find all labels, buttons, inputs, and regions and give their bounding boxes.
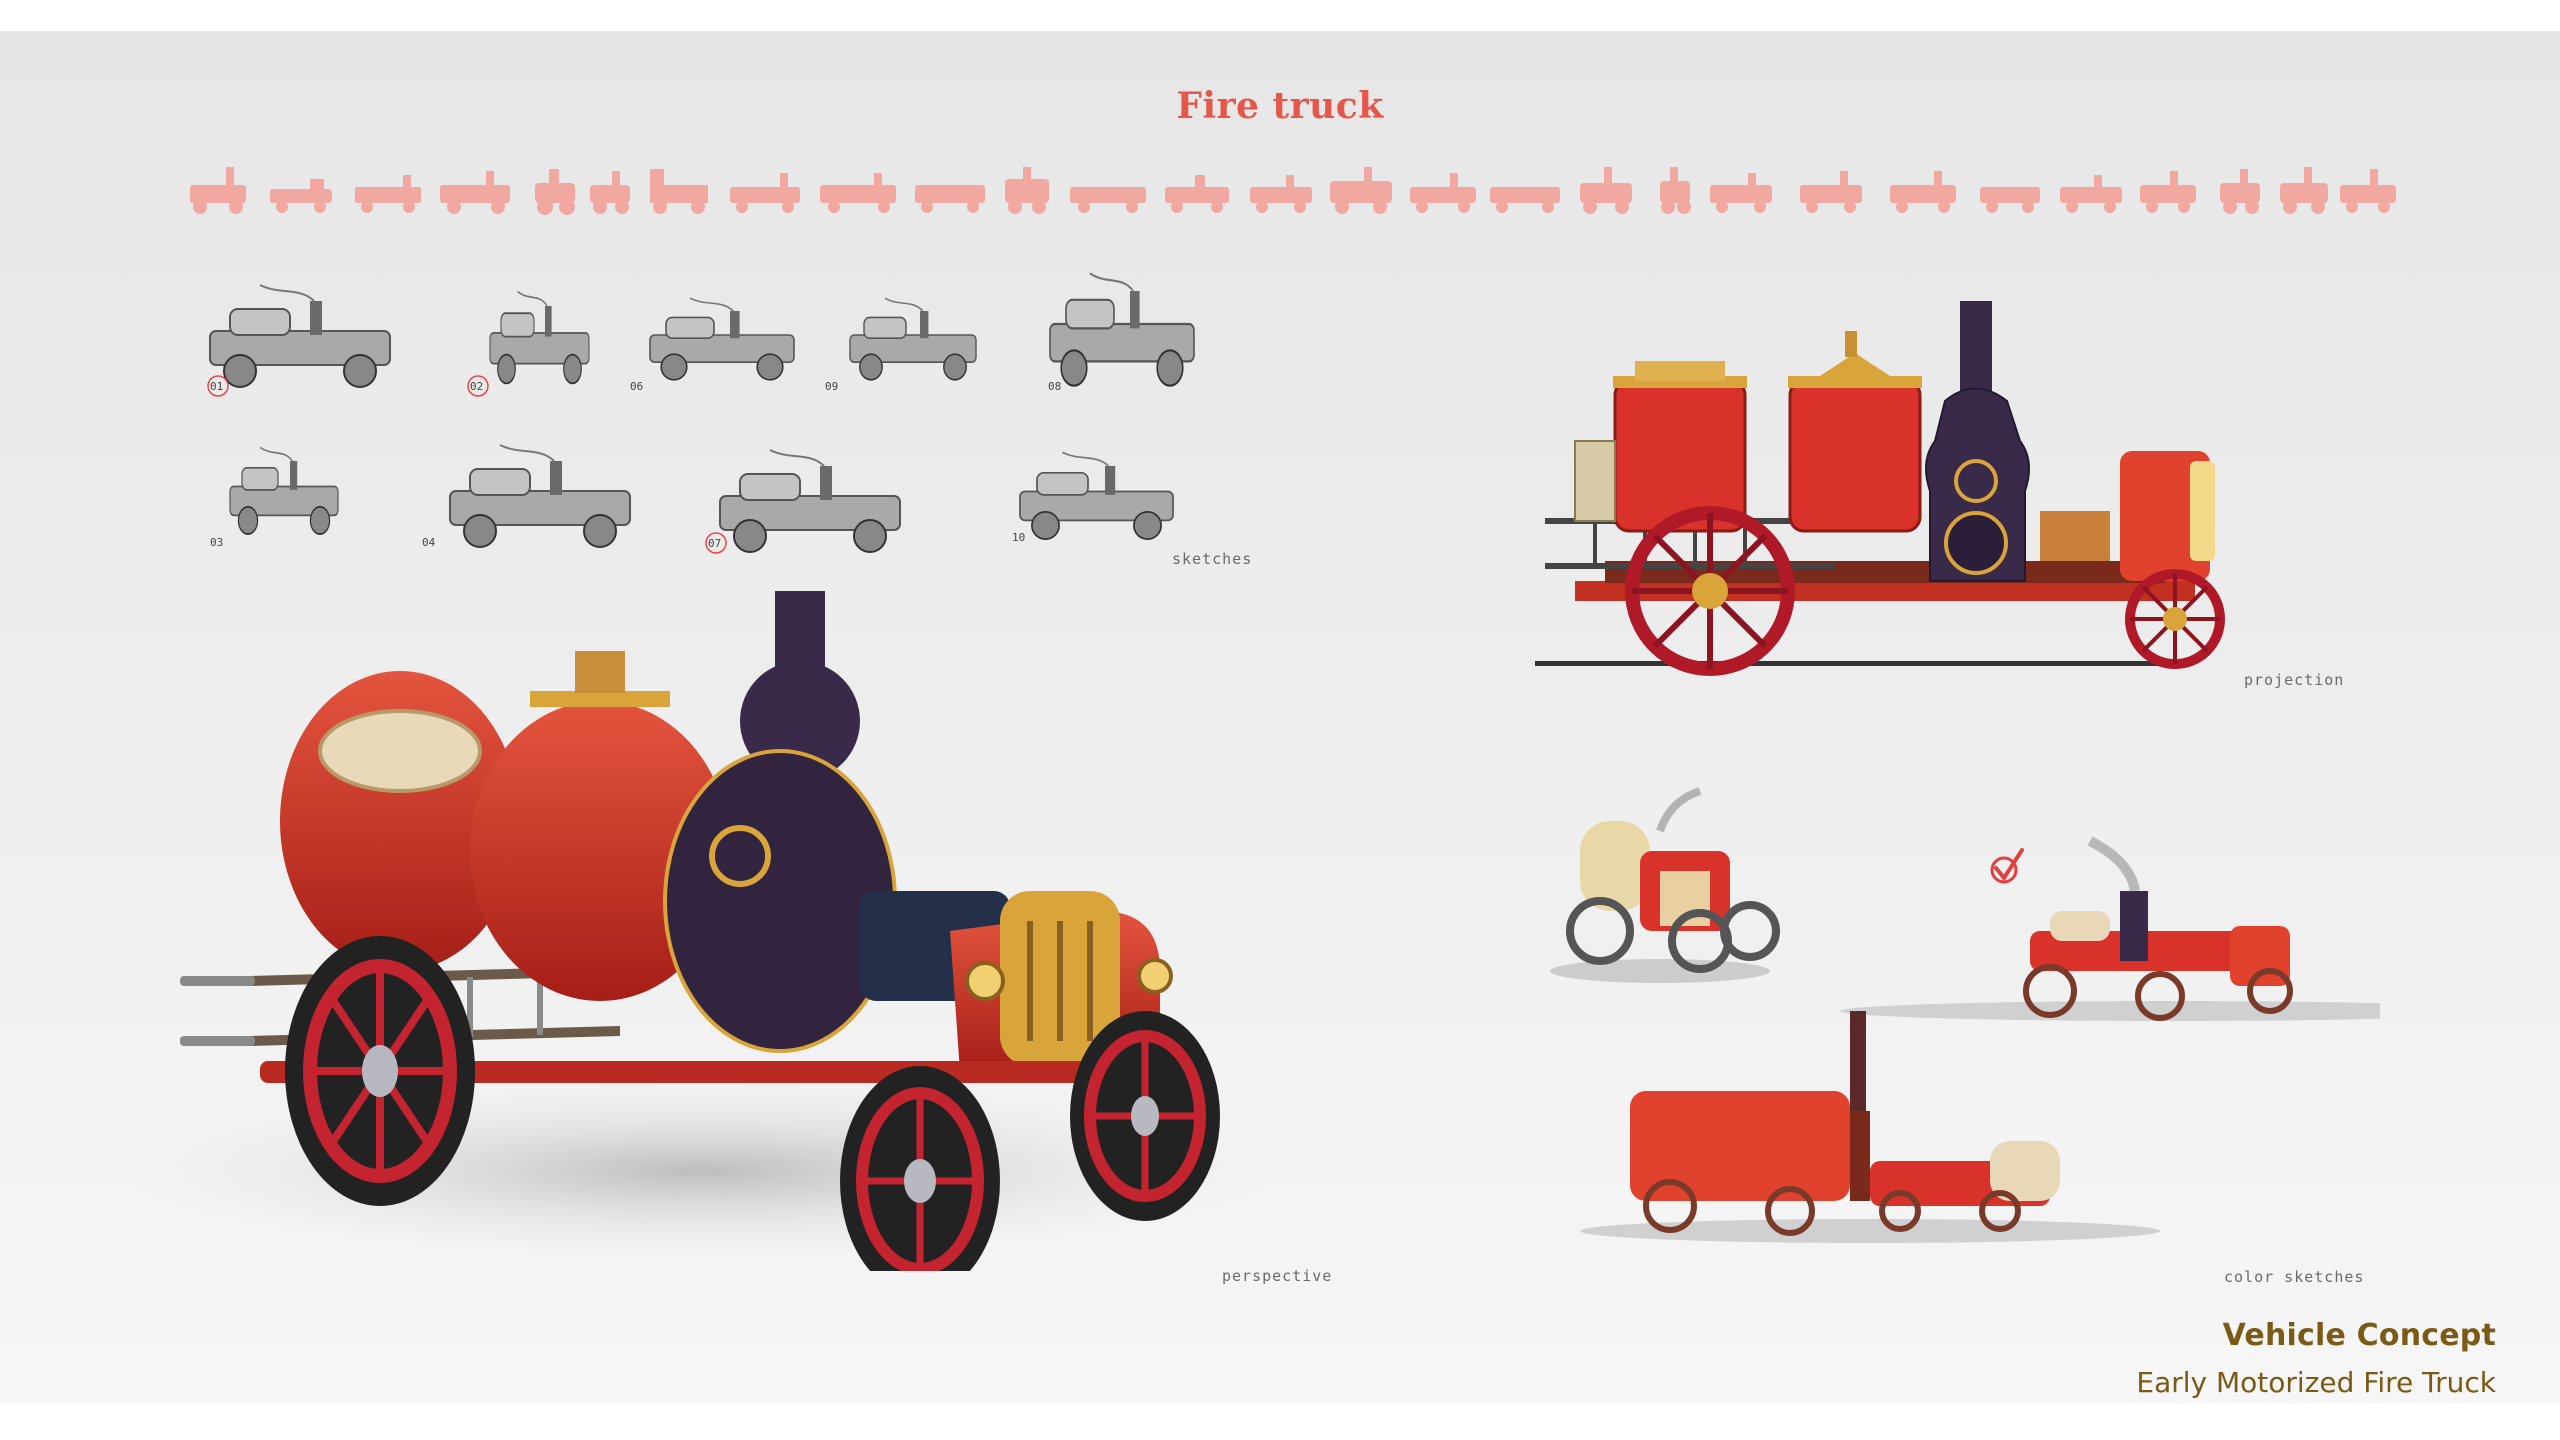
projection-illustration — [1535, 301, 2225, 676]
sketch-number-circle — [207, 375, 229, 397]
caption-perspective: perspective — [1222, 1267, 1333, 1285]
thumb-silhouette — [1890, 171, 1956, 213]
thumb-silhouette — [1250, 175, 1312, 213]
thumb-silhouette — [1070, 187, 1146, 213]
thumb-silhouette — [915, 185, 985, 213]
thumb-silhouette — [190, 167, 246, 214]
thumb-silhouette — [1800, 171, 1862, 213]
sketch-number-circle — [705, 532, 727, 554]
sketch-09 — [849, 297, 977, 381]
caption-projection: projection — [2244, 671, 2345, 689]
thumb-silhouette — [2140, 171, 2196, 213]
thumb-silhouette — [1490, 187, 1560, 213]
thumb-silhouette — [1005, 167, 1049, 214]
thumb-silhouette — [2280, 167, 2328, 214]
board-title: Fire truck — [1176, 85, 1384, 127]
concept-board: Fire truck — [0, 31, 2560, 1403]
thumb-silhouette — [1980, 187, 2040, 213]
thumb-silhouette — [590, 171, 630, 214]
thumbnail-strip — [190, 167, 2396, 215]
thumb-silhouette — [355, 175, 421, 213]
color-sketch-front — [1550, 787, 1780, 983]
checkmark-icon — [1990, 848, 2024, 884]
sketch-03 — [229, 446, 339, 535]
sketch-number: 08 — [1048, 380, 1061, 393]
color-sketches — [1550, 787, 2380, 1243]
rear-wheel — [1625, 506, 1795, 676]
color-sketch-long — [1580, 1011, 2160, 1243]
sketch-number: 03 — [210, 536, 223, 549]
sketch-01 — [209, 284, 391, 388]
thumb-silhouette — [730, 173, 800, 213]
thumb-silhouette — [2340, 169, 2396, 213]
sketch-02 — [489, 290, 590, 385]
thumb-silhouette — [535, 169, 575, 215]
sketch-number: 07 — [708, 537, 721, 550]
thumb-silhouette — [820, 173, 896, 213]
thumb-silhouette — [440, 171, 510, 214]
thumb-silhouette — [1410, 173, 1476, 213]
color-sketch-approved — [1840, 836, 2380, 1021]
thumb-silhouette — [1580, 167, 1632, 214]
sketch-08 — [1048, 272, 1196, 387]
footer-subtitle: Early Motorized Fire Truck — [2136, 1366, 2496, 1399]
footer-title: Vehicle Concept — [2222, 1318, 2496, 1353]
sketch-number: 10 — [1012, 531, 1025, 544]
sketch-number: 09 — [825, 380, 838, 393]
sketch-number: 04 — [422, 536, 436, 549]
sketch-06 — [649, 297, 795, 381]
sketch-number: 02 — [470, 380, 483, 393]
front-wheel — [1070, 1011, 1220, 1221]
pencil-sketches: 01 02 06 09 08 03 04 07 10 — [207, 272, 1196, 554]
thumb-silhouette — [1710, 173, 1772, 213]
thumb-silhouette — [2060, 175, 2122, 213]
thumb-silhouette — [650, 169, 708, 214]
thumb-silhouette — [2220, 169, 2260, 214]
rear-left-wheel — [285, 936, 475, 1206]
perspective-render — [120, 591, 1280, 1271]
sketch-07 — [719, 449, 901, 553]
caption-color-sketches: color sketches — [2224, 1268, 2365, 1286]
caption-sketches: sketches — [1172, 550, 1253, 568]
front-wheel — [2125, 569, 2225, 669]
thumb-silhouette — [1330, 167, 1392, 214]
thumb-silhouette — [270, 179, 332, 213]
thumb-silhouette — [1660, 167, 1691, 214]
rear-right-wheel — [840, 1066, 1000, 1271]
sketch-04 — [449, 444, 631, 548]
sketch-number: 01 — [210, 380, 223, 393]
sketch-number-circle — [467, 375, 489, 397]
thumb-silhouette — [1165, 175, 1229, 213]
sketch-10 — [1019, 451, 1174, 540]
sketch-number: 06 — [630, 380, 643, 393]
